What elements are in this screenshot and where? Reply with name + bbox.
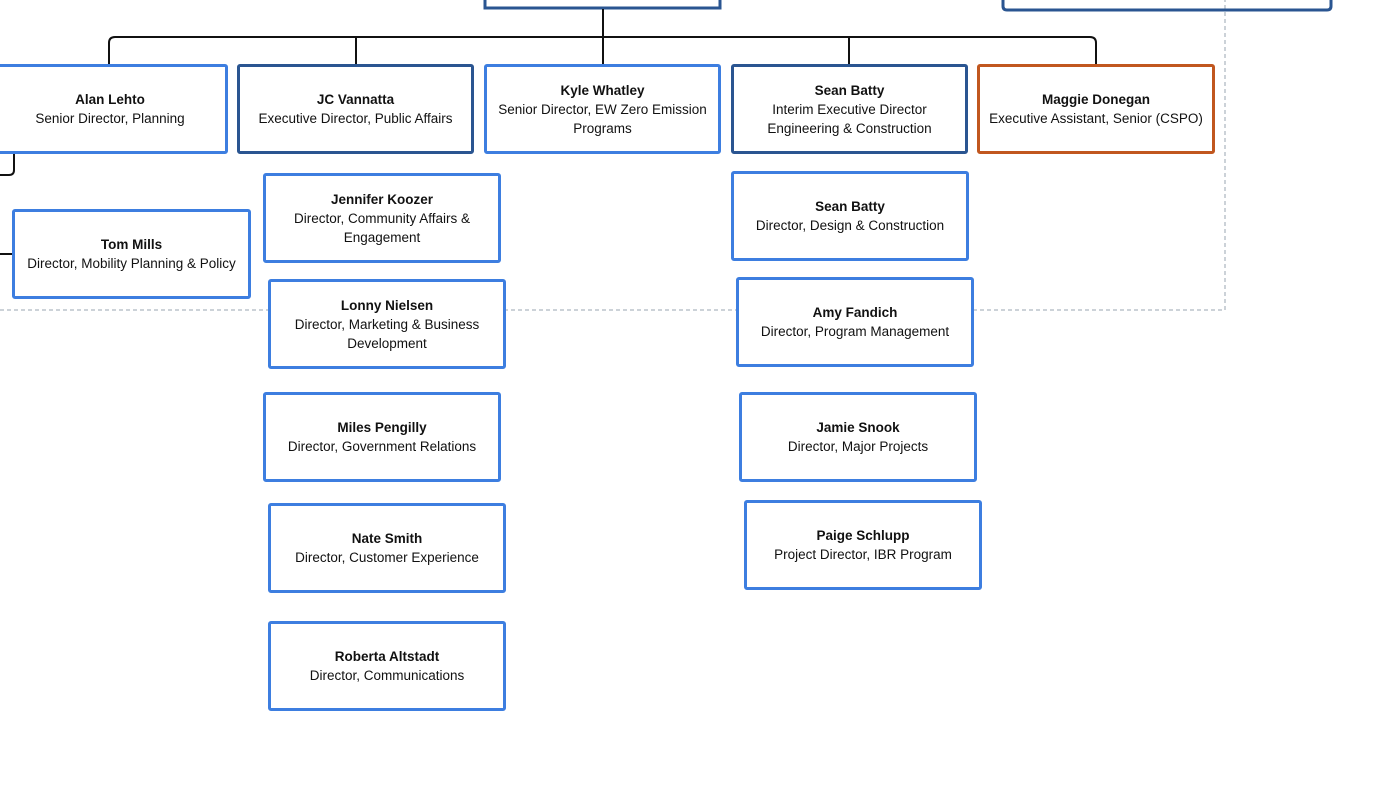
node-title: Project Director, IBR Program: [774, 547, 952, 562]
node-tom-mills[interactable]: Tom Mills Director, Mobility Planning & …: [12, 209, 251, 299]
node-title: Director, Major Projects: [787, 439, 929, 454]
node-title: Executive Director, Public Affairs: [258, 111, 453, 126]
node-jc-vannatta[interactable]: JC Vannatta Executive Director, Public A…: [237, 64, 474, 154]
node-jennifer-koozer[interactable]: Jennifer Koozer Director, Community Affa…: [263, 173, 501, 263]
node-name: Tom Mills: [100, 237, 163, 252]
node-name: Sean Batty: [814, 82, 885, 98]
node-kyle-whatley[interactable]: Kyle Whatley Senior Director, EW Zero Em…: [484, 64, 721, 154]
node-title: Director, Customer Experience: [295, 550, 479, 565]
node-title: Senior Director, Planning: [35, 111, 185, 126]
node-sean-batty-interim[interactable]: Sean Batty Interim Executive Director En…: [731, 64, 968, 154]
side-node-partial: [1001, 0, 1333, 12]
node-title: Director, Community Affairs & Engagement: [293, 210, 471, 245]
node-name: Jennifer Koozer: [330, 191, 434, 207]
node-title: Director, Mobility Planning & Policy: [27, 256, 236, 271]
node-amy-fandich[interactable]: Amy Fandich Director, Program Management: [736, 277, 974, 367]
node-name: Amy Fandich: [812, 305, 898, 320]
node-title: Senior Director, EW Zero Emission Progra…: [498, 101, 707, 136]
node-title: Executive Assistant, Senior (CSPO): [989, 111, 1203, 126]
node-name: Miles Pengilly: [337, 420, 427, 435]
node-sean-batty-design[interactable]: Sean Batty Director, Design & Constructi…: [731, 171, 969, 261]
node-title: Director, Design & Construction: [755, 218, 945, 233]
node-miles-pengilly[interactable]: Miles Pengilly Director, Government Rela…: [263, 392, 501, 482]
node-title: Director, Program Management: [760, 324, 950, 339]
node-name: Sean Batty: [815, 199, 885, 214]
node-jamie-snook[interactable]: Jamie Snook Director, Major Projects: [739, 392, 977, 482]
node-title: Interim Executive Director Engineering &…: [767, 101, 932, 136]
node-name: Lonny Nielsen: [340, 297, 434, 313]
node-name: Paige Schlupp: [816, 528, 910, 543]
node-lonny-nielsen[interactable]: Lonny Nielsen Director, Marketing & Busi…: [268, 279, 506, 369]
node-nate-smith[interactable]: Nate Smith Director, Customer Experience: [268, 503, 506, 593]
node-name: JC Vannatta: [316, 92, 395, 107]
node-roberta-altstadt[interactable]: Roberta Altstadt Director, Communication…: [268, 621, 506, 711]
connector-alan-child: [0, 154, 15, 176]
node-name: Maggie Donegan: [1041, 92, 1150, 107]
node-alan-lehto[interactable]: Alan Lehto Senior Director, Planning: [0, 64, 228, 154]
node-name: Nate Smith: [351, 531, 423, 546]
node-name: Jamie Snook: [816, 420, 900, 435]
node-title: Director, Communications: [309, 668, 465, 683]
node-title: Director, Government Relations: [287, 439, 477, 454]
node-name: Alan Lehto: [75, 92, 145, 107]
parent-node-partial: [483, 0, 722, 10]
node-name: Kyle Whatley: [560, 82, 645, 98]
node-maggie-donegan[interactable]: Maggie Donegan Executive Assistant, Seni…: [977, 64, 1215, 154]
connector-bus: [108, 36, 1097, 64]
node-paige-schlupp[interactable]: Paige Schlupp Project Director, IBR Prog…: [744, 500, 982, 590]
node-title: Director, Marketing & Business Developme…: [294, 316, 480, 351]
node-name: Roberta Altstadt: [334, 649, 440, 664]
